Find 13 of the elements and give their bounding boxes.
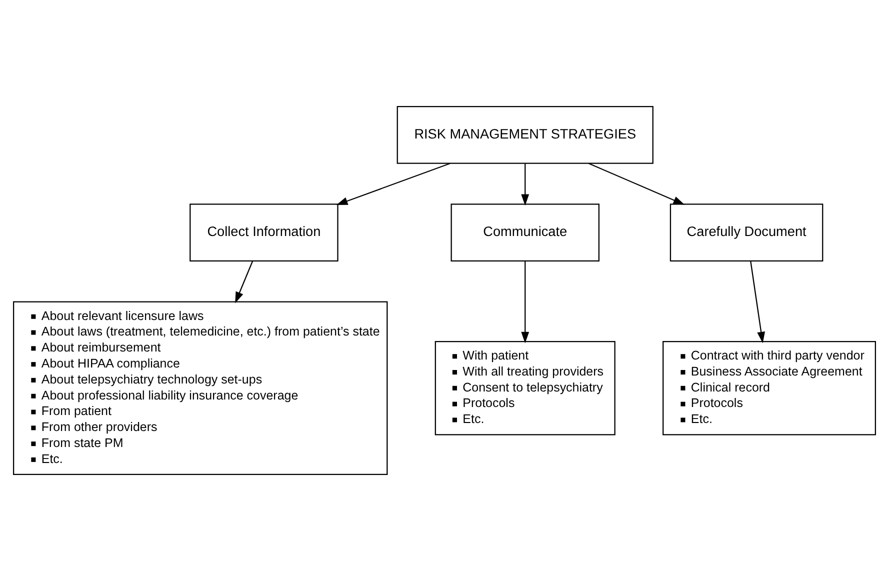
arrow	[235, 260, 254, 303]
node-box: RISK MANAGEMENT STRATEGIES	[396, 105, 654, 164]
node-box: With patient With all treating providers Consent to telepsychiatry Protocols Etc.	[434, 340, 616, 435]
arrow	[750, 260, 766, 343]
arrow	[521, 260, 530, 343]
node-box: Contract with third party vendor Business Associate Agreement Clinical record Protocols Etc.	[662, 340, 876, 435]
node-box: Carefully Document	[670, 203, 824, 262]
arrow	[336, 162, 450, 205]
arrow	[588, 162, 685, 204]
node-box: Communicate	[450, 203, 600, 262]
node-box: About relevant licensure laws About laws (treatment, telemedicine, etc.) from patient’s state About reimbursement About HIPAA compliance About telepsychiatry technology set-ups About professional liability insurance coverage From patient From other providers From state PM Etc.	[13, 300, 388, 475]
node-box: Collect Information	[190, 203, 338, 262]
arrow	[521, 163, 530, 206]
